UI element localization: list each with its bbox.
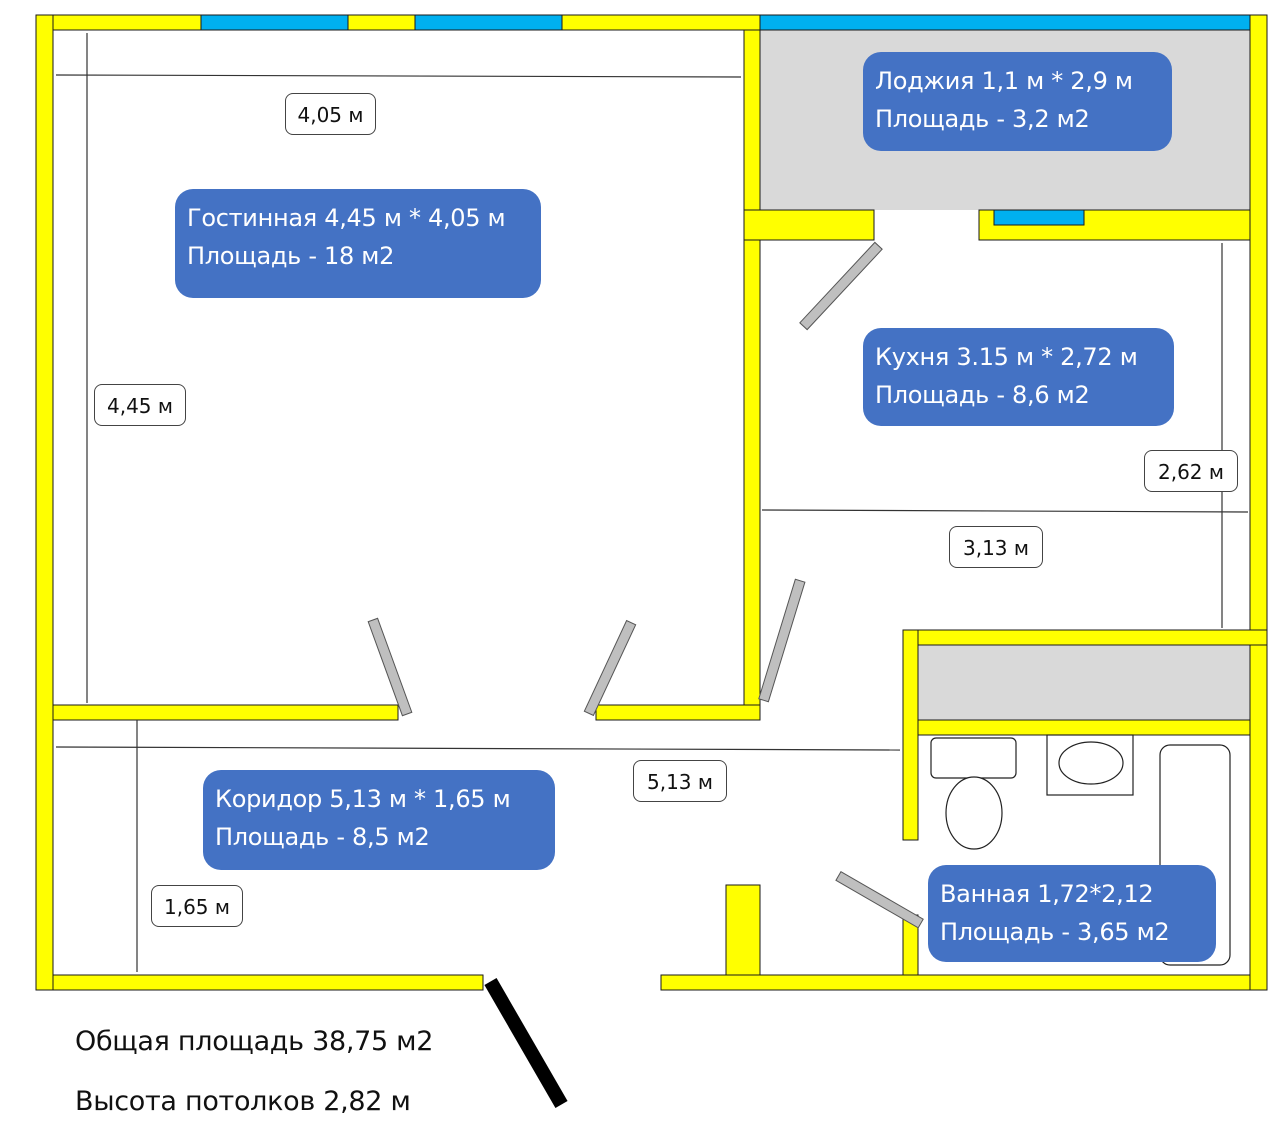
dim-label-living-length: 4,45 м xyxy=(94,384,186,426)
toilet-bowl xyxy=(945,776,1003,850)
dim-label-corridor-length: 5,13 м xyxy=(633,760,727,802)
kitchen-area: Площадь - 8,6 м2 xyxy=(875,381,1090,409)
room-label-corridor: Коридор 5,13 м * 1,65 м Площадь - 8,5 м2 xyxy=(203,770,555,870)
dim-line-kitchen-width xyxy=(761,509,1249,513)
wall-bathroom-inner xyxy=(917,719,1251,736)
total-area-text: Общая площадь 38,75 м2 xyxy=(75,1026,434,1057)
wall-right xyxy=(1249,14,1268,991)
wall-bathroom-left-upper xyxy=(902,629,919,841)
door-bathroom xyxy=(835,870,924,929)
living-area: Площадь - 18 м2 xyxy=(187,242,395,270)
wall-left xyxy=(35,14,54,991)
wall-bottom-left xyxy=(52,974,484,991)
room-label-loggia: Лоджия 1,1 м * 2,9 м Площадь - 3,2 м2 xyxy=(863,52,1172,151)
dim-line-corridor-length xyxy=(55,746,901,751)
window-kitchen xyxy=(993,209,1085,226)
wall-living-kitchen xyxy=(743,29,761,721)
entry-door xyxy=(484,978,568,1108)
dim-line-living-width xyxy=(55,74,742,78)
living-title: Гостинная 4,45 м * 4,05 м xyxy=(187,204,506,232)
window-living-1 xyxy=(200,14,349,31)
wall-corridor-stub xyxy=(725,884,761,976)
dim-label-kitchen-width: 3,13 м xyxy=(949,526,1043,568)
loggia-title: Лоджия 1,1 м * 2,9 м xyxy=(875,67,1133,95)
door-living-left xyxy=(367,617,413,717)
wall-bathroom-top xyxy=(902,629,1268,646)
room-label-kitchen: Кухня 3.15 м * 2,72 м Площадь - 8,6 м2 xyxy=(863,328,1174,426)
window-loggia xyxy=(759,14,1251,31)
room-label-living: Гостинная 4,45 м * 4,05 м Площадь - 18 м… xyxy=(175,189,541,298)
toilet-tank xyxy=(930,737,1017,779)
loggia-area: Площадь - 3,2 м2 xyxy=(875,105,1090,133)
ceiling-height-text: Высота потолков 2,82 м xyxy=(75,1086,411,1117)
wall-living-bottom-left xyxy=(52,704,399,721)
door-kitchen xyxy=(758,578,806,703)
kitchen-title: Кухня 3.15 м * 2,72 м xyxy=(875,343,1138,371)
sink-basin xyxy=(1058,741,1124,785)
window-living-2 xyxy=(414,14,563,31)
dimension-lines xyxy=(55,33,1249,972)
door-living-right xyxy=(583,619,637,717)
corridor-title: Коридор 5,13 м * 1,65 м xyxy=(215,785,511,813)
wall-bottom-right xyxy=(660,974,1251,991)
bathroom-area: Площадь - 3,65 м2 xyxy=(940,918,1170,946)
bathroom-shelf xyxy=(918,645,1250,720)
wall-living-bottom-right xyxy=(595,704,761,721)
corridor-area: Площадь - 8,5 м2 xyxy=(215,823,430,851)
room-label-bathroom: Ванная 1,72*2,12 Площадь - 3,65 м2 xyxy=(928,865,1216,962)
bathroom-title: Ванная 1,72*2,12 xyxy=(940,880,1154,908)
dim-label-living-width: 4,05 м xyxy=(285,93,376,135)
dim-label-kitchen-length: 2,62 м xyxy=(1144,450,1238,492)
dim-label-corridor-width: 1,65 м xyxy=(151,885,243,927)
door-loggia xyxy=(799,241,883,331)
wall-loggia-left xyxy=(743,209,875,241)
